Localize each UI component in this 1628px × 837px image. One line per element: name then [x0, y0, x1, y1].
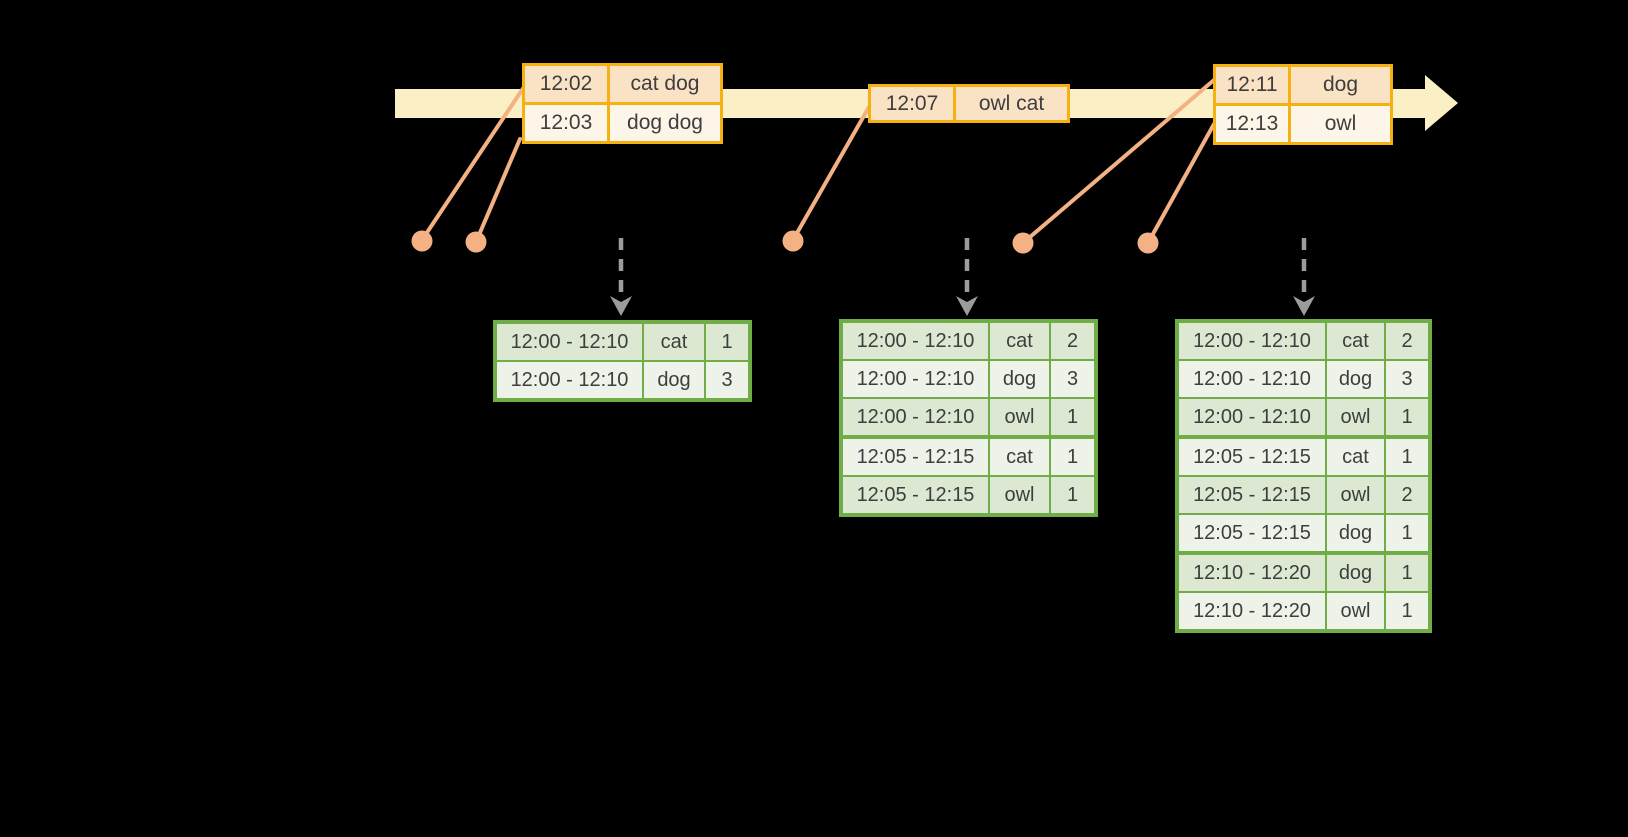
word-cell: dog	[644, 362, 704, 398]
result-table-1: 12:00 - 12:10 cat 1 12:00 - 12:10 dog 3	[493, 320, 752, 402]
leader-line	[474, 137, 522, 244]
result-table-3: 12:00 - 12:10 cat 2 12:00 - 12:10 dog 3 …	[1175, 319, 1432, 633]
result-row: 12:05 - 12:15 owl 2	[1179, 477, 1428, 513]
word-cell: owl	[990, 399, 1049, 435]
result-row: 12:10 - 12:20 owl 1	[1179, 593, 1428, 629]
window-cell: 12:10 - 12:20	[1179, 593, 1325, 629]
down-arrowhead-icon	[610, 296, 632, 316]
leader-line	[791, 105, 871, 242]
word-cell: dog	[1327, 361, 1384, 397]
window-cell: 12:05 - 12:15	[1179, 477, 1325, 513]
event-time-cell: 12:11	[1216, 67, 1288, 103]
event-dot-icon	[782, 230, 804, 252]
event-words-cell: dog	[1291, 67, 1390, 103]
result-row: 12:00 - 12:10 cat 1	[497, 324, 748, 360]
word-cell: owl	[1327, 477, 1384, 513]
event-words-cell: dog dog	[610, 105, 720, 141]
down-arrowhead-icon	[1293, 296, 1315, 316]
word-cell: owl	[1327, 399, 1384, 435]
result-row: 12:00 - 12:10 dog 3	[1179, 361, 1428, 397]
event-time-cell: 12:02	[525, 66, 607, 102]
count-cell: 3	[1051, 361, 1094, 397]
event-time-cell: 12:07	[871, 87, 953, 120]
word-cell: cat	[990, 323, 1049, 359]
result-row: 12:05 - 12:15 owl 1	[843, 477, 1094, 513]
window-cell: 12:00 - 12:10	[1179, 361, 1325, 397]
count-cell: 2	[1051, 323, 1094, 359]
result-row: 12:05 - 12:15 dog 1	[1179, 515, 1428, 551]
count-cell: 1	[1386, 555, 1428, 591]
event-table-1: 12:02 cat dog 12:03 dog dog	[522, 63, 723, 144]
word-cell: cat	[990, 439, 1049, 475]
event-dot-icon	[465, 231, 487, 253]
word-cell: owl	[1327, 593, 1384, 629]
event-time-cell: 12:13	[1216, 106, 1288, 142]
event-words-cell: owl cat	[956, 87, 1067, 120]
result-row: 12:00 - 12:10 cat 2	[1179, 323, 1428, 359]
count-cell: 1	[1051, 399, 1094, 435]
result-row: 12:05 - 12:15 cat 1	[1179, 439, 1428, 475]
window-cell: 12:05 - 12:15	[1179, 515, 1325, 551]
leader-line	[420, 85, 526, 242]
word-cell: dog	[1327, 515, 1384, 551]
event-table-2: 12:07 owl cat	[868, 84, 1070, 123]
word-cell: cat	[644, 324, 704, 360]
window-cell: 12:05 - 12:15	[1179, 439, 1325, 475]
result-row: 12:10 - 12:20 dog 1	[1179, 555, 1428, 591]
count-cell: 1	[1051, 439, 1094, 475]
count-cell: 1	[706, 324, 748, 360]
window-cell: 12:00 - 12:10	[1179, 323, 1325, 359]
result-row: 12:00 - 12:10 dog 3	[843, 361, 1094, 397]
count-cell: 3	[706, 362, 748, 398]
event-leader-lines	[420, 78, 1216, 245]
trigger-arrows	[618, 238, 1307, 295]
window-cell: 12:10 - 12:20	[1179, 555, 1325, 591]
leader-line	[1021, 78, 1216, 245]
result-table-2: 12:00 - 12:10 cat 2 12:00 - 12:10 dog 3 …	[839, 319, 1098, 517]
window-cell: 12:00 - 12:10	[497, 362, 642, 398]
count-cell: 1	[1386, 399, 1428, 435]
event-row: 12:03 dog dog	[525, 105, 720, 141]
event-time-cell: 12:03	[525, 105, 607, 141]
count-cell: 1	[1386, 439, 1428, 475]
window-cell: 12:00 - 12:10	[843, 399, 988, 435]
window-cell: 12:05 - 12:15	[843, 477, 988, 513]
event-row: 12:11 dog	[1216, 67, 1390, 103]
result-row: 12:00 - 12:10 owl 1	[1179, 399, 1428, 435]
result-row: 12:00 - 12:10 cat 2	[843, 323, 1094, 359]
window-cell: 12:00 - 12:10	[497, 324, 642, 360]
event-dot-icon	[1012, 232, 1034, 254]
event-words-cell: owl	[1291, 106, 1390, 142]
count-cell: 1	[1386, 515, 1428, 551]
result-row: 12:00 - 12:10 owl 1	[843, 399, 1094, 435]
window-cell: 12:00 - 12:10	[843, 361, 988, 397]
event-dots	[411, 230, 1159, 254]
word-cell: dog	[1327, 555, 1384, 591]
window-cell: 12:00 - 12:10	[1179, 399, 1325, 435]
word-cell: owl	[990, 477, 1049, 513]
count-cell: 1	[1386, 593, 1428, 629]
event-dot-icon	[1137, 232, 1159, 254]
event-words-cell: cat dog	[610, 66, 720, 102]
word-cell: cat	[1327, 439, 1384, 475]
window-cell: 12:00 - 12:10	[843, 323, 988, 359]
event-row: 12:13 owl	[1216, 106, 1390, 142]
count-cell: 1	[1051, 477, 1094, 513]
count-cell: 3	[1386, 361, 1428, 397]
leader-line	[1146, 122, 1216, 245]
result-row: 12:00 - 12:10 dog 3	[497, 362, 748, 398]
down-arrowhead-icon	[956, 296, 978, 316]
window-cell: 12:05 - 12:15	[843, 439, 988, 475]
event-row: 12:02 cat dog	[525, 66, 720, 102]
result-row: 12:05 - 12:15 cat 1	[843, 439, 1094, 475]
count-cell: 2	[1386, 323, 1428, 359]
event-table-3: 12:11 dog 12:13 owl	[1213, 64, 1393, 145]
word-cell: cat	[1327, 323, 1384, 359]
word-cell: dog	[990, 361, 1049, 397]
event-dot-icon	[411, 230, 433, 252]
event-row: 12:07 owl cat	[871, 87, 1067, 120]
trigger-arrowheads	[610, 296, 1315, 316]
count-cell: 2	[1386, 477, 1428, 513]
